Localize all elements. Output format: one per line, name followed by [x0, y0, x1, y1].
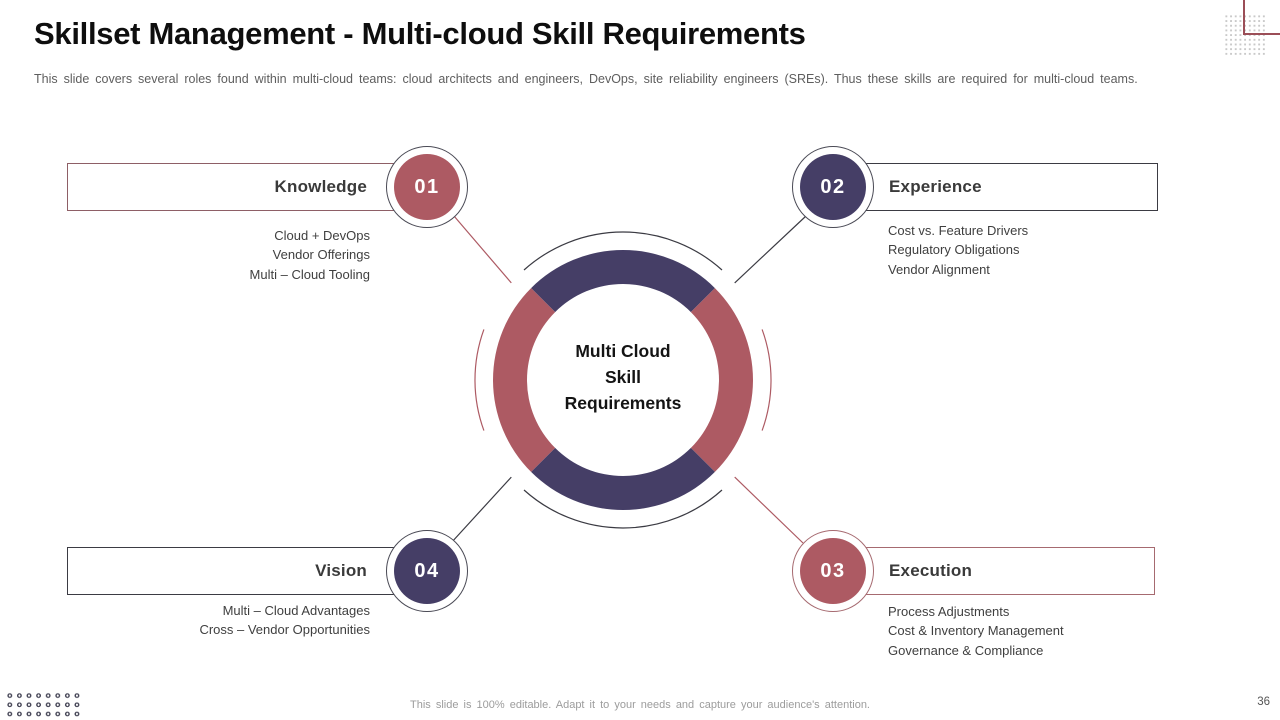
- outer-arc-top: [523, 231, 723, 271]
- page-title: Skillset Management - Multi-cloud Skill …: [34, 16, 806, 51]
- donut-segment-bottom: [531, 447, 715, 510]
- experience-items: Cost vs. Feature Drivers Regulatory Obli…: [888, 221, 1158, 279]
- execution-box: Execution: [855, 547, 1155, 595]
- vision-items: Multi – Cloud Advantages Cross – Vendor …: [67, 601, 370, 640]
- list-item: Vendor Alignment: [888, 261, 990, 277]
- knowledge-box: Knowledge: [67, 163, 410, 211]
- list-item: Cost & Inventory Management: [888, 623, 1064, 639]
- vision-number: 04: [394, 538, 460, 604]
- outer-arc-left: [474, 329, 485, 431]
- knowledge-items: Cloud + DevOps Vendor Offerings Multi – …: [67, 226, 370, 284]
- experience-title: Experience: [889, 177, 982, 196]
- dot-grid-pattern-top-right: [1224, 14, 1266, 56]
- list-item: Cross – Vendor Opportunities: [199, 622, 370, 638]
- connector-knowledge: [453, 215, 512, 284]
- execution-items: Process Adjustments Cost & Inventory Man…: [888, 602, 1168, 660]
- page-subtitle: This slide covers several roles found wi…: [34, 72, 1138, 86]
- list-item: Vendor Offerings: [272, 247, 370, 263]
- vision-number-circle: 04: [386, 530, 468, 612]
- experience-number-circle: 02: [792, 146, 874, 228]
- donut-segment-right: [690, 288, 753, 472]
- donut-segment-top: [531, 250, 715, 313]
- connector-vision: [450, 476, 512, 544]
- corner-accent-rectangle: [1243, 0, 1280, 35]
- outer-arc-right: [761, 329, 772, 431]
- dot-grid-pattern-bottom-left: [5, 691, 82, 719]
- list-item: Multi – Cloud Advantages: [222, 603, 370, 618]
- center-hub-label: Multi Cloud Skill Requirements: [513, 338, 733, 416]
- list-item: Cost vs. Feature Drivers: [888, 223, 1029, 238]
- donut-segment-left: [493, 288, 556, 472]
- list-item: Cloud + DevOps: [274, 228, 370, 243]
- knowledge-title: Knowledge: [274, 177, 367, 196]
- list-item: Regulatory Obligations: [888, 242, 1020, 258]
- connector-execution: [734, 476, 804, 544]
- experience-box: Experience: [855, 163, 1158, 211]
- footer-note: This slide is 100% editable. Adapt it to…: [410, 699, 870, 711]
- connector-experience: [734, 215, 807, 284]
- vision-box: Vision: [67, 547, 410, 595]
- experience-number: 02: [800, 154, 866, 220]
- center-hub-line: Skill: [605, 367, 641, 387]
- outer-arc-bottom: [523, 489, 723, 529]
- execution-number-circle: 03: [792, 530, 874, 612]
- execution-title: Execution: [889, 561, 973, 580]
- center-hub-line: Requirements: [564, 393, 682, 413]
- execution-number: 03: [800, 538, 866, 604]
- list-item: Governance & Compliance: [888, 642, 1044, 658]
- knowledge-number: 01: [394, 154, 460, 220]
- knowledge-number-circle: 01: [386, 146, 468, 228]
- list-item: Process Adjustments: [888, 604, 1010, 619]
- page-number: 36: [1257, 696, 1270, 708]
- center-hub-line: Multi Cloud: [575, 341, 671, 361]
- list-item: Multi – Cloud Tooling: [249, 266, 370, 282]
- vision-title: Vision: [315, 561, 367, 580]
